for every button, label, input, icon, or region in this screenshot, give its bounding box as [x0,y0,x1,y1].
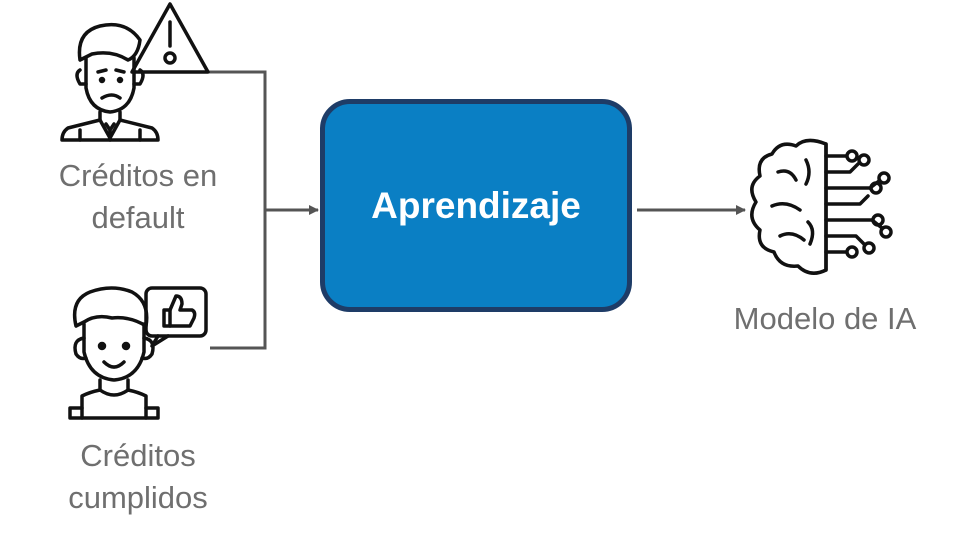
process-label: Aprendizaje [371,184,581,226]
process-box-aprendizaje: Aprendizaje [320,99,632,312]
label-line-2: default [91,200,185,235]
worried-person-warning-icon [60,2,210,142]
connector-top-input [205,70,267,210]
ai-brain-circuit-icon [750,138,893,275]
label-creditos-en-default: Créditos en default [28,155,248,239]
connector-bottom-input [210,210,267,350]
label-modelo-de-ia: Modelo de IA [733,301,917,336]
happy-person-thumbs-up-icon [68,286,208,420]
label-line-1: Créditos en [58,158,218,193]
label-line-2: cumplidos [68,480,208,515]
connector-lines [205,70,746,350]
label-creditos-cumplidos: Créditos cumplidos [28,435,248,519]
label-line-1: Créditos [80,438,196,473]
